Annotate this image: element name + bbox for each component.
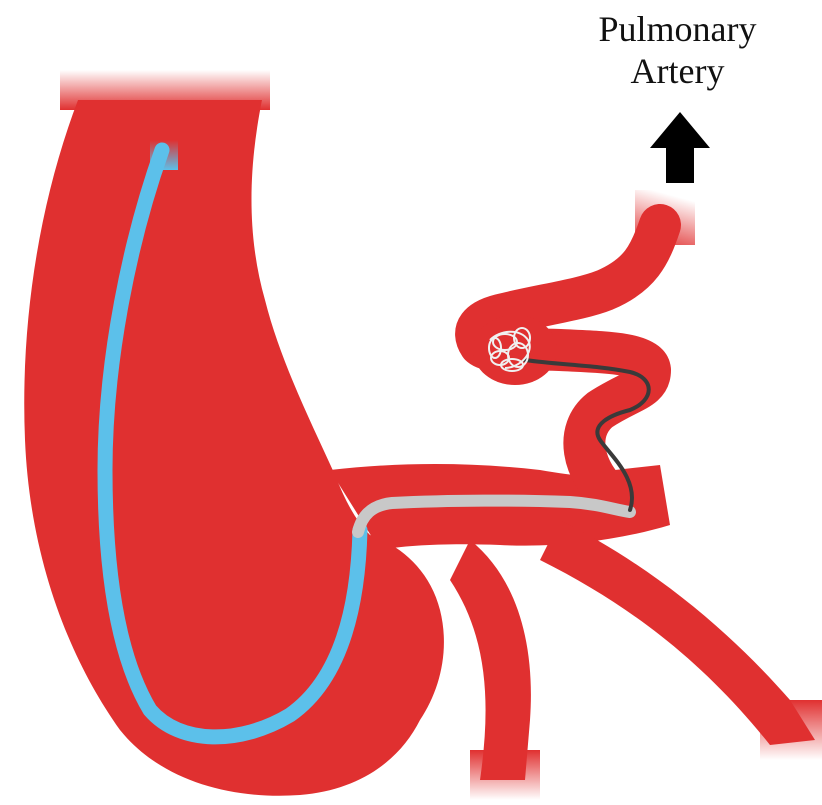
label-line-1: Pulmonary <box>560 8 795 50</box>
vessel-pouch <box>473 315 557 385</box>
main-vessel <box>24 70 444 796</box>
up-arrow-icon <box>650 112 710 183</box>
label-line-2: Artery <box>560 50 795 92</box>
lower-vessel-middle-fade <box>470 750 540 800</box>
tortuous-vessel <box>473 190 695 500</box>
tortuous-vessel-top-fade <box>635 190 695 245</box>
main-vessel-top-fade <box>60 70 270 110</box>
lower-vessel-middle <box>450 540 531 780</box>
lower-vessel-right-fade <box>760 700 822 760</box>
pulmonary-artery-label: Pulmonary Artery <box>560 8 795 92</box>
outer-catheter-top-fade <box>150 140 178 170</box>
